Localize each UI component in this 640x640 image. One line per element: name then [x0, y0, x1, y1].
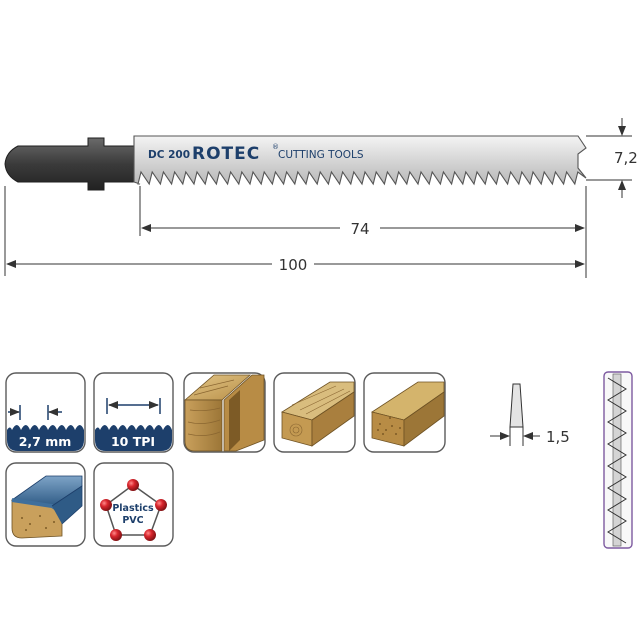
blade-width-label: 7,2 — [614, 149, 638, 167]
jigsaw-blade: DC 200 ROTEC ® CUTTING TOOLS — [4, 135, 587, 191]
tooth-set-side-view — [603, 371, 633, 549]
plastics-pvc-icon: Plastics PVC — [93, 462, 174, 547]
working-length-label: 74 — [350, 220, 369, 238]
pvc-label: PVC — [122, 515, 143, 526]
blade-thickness-label: 1,5 — [546, 428, 570, 446]
plastics-label: Plastics — [112, 503, 154, 514]
brand-logo: ROTEC — [192, 144, 260, 164]
dimension-lines — [4, 118, 632, 278]
tpi-icon: 10 TPI — [93, 372, 174, 453]
wood-joint-icon — [183, 372, 266, 453]
blade-model: DC 200 — [148, 149, 190, 161]
registered-mark: ® — [272, 143, 279, 151]
tooth-pitch-value: 2,7 mm — [19, 434, 72, 449]
total-length-label: 100 — [279, 256, 308, 274]
blade-body — [133, 135, 587, 186]
hardwood-board-icon — [363, 372, 446, 453]
tooth-pitch-icon: 2,7 mm — [5, 372, 86, 453]
blade-shank — [4, 137, 135, 191]
blade-thickness-profile — [490, 383, 540, 446]
laminated-board-icon — [5, 462, 86, 547]
tpi-value: 10 TPI — [111, 434, 155, 449]
softwood-board-icon — [273, 372, 356, 453]
brand-tagline: CUTTING TOOLS — [278, 149, 364, 161]
